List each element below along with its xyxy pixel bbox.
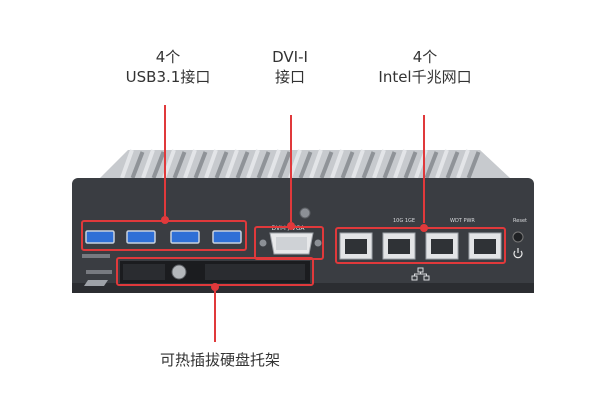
- usb-port-3: [170, 230, 200, 244]
- heatsink-fin: [361, 151, 376, 179]
- heatsink-fin: [151, 151, 166, 179]
- heatsink-fin: [172, 151, 187, 179]
- usb-callout-count: 4个: [155, 48, 181, 66]
- heatsink-fin: [424, 151, 439, 179]
- heatsink-fin: [193, 151, 208, 179]
- screw-icon: [299, 207, 311, 219]
- heatsink-fin: [235, 151, 250, 179]
- heatsink-fin: [246, 149, 260, 179]
- heatsink-fin: [393, 149, 407, 179]
- lan-callout-count: 4个: [412, 48, 438, 66]
- drive-tray: [84, 261, 310, 286]
- heatsink-fin: [225, 149, 239, 179]
- heatsink-fin: [382, 151, 397, 179]
- heatsink-fin: [214, 151, 229, 179]
- heatsink-fin: [141, 149, 155, 179]
- heatsink-fin: [267, 149, 281, 179]
- heatsink-fin: [351, 149, 365, 179]
- chassis-bottom: [72, 283, 534, 293]
- callout-dots: [161, 216, 428, 291]
- heatsink-fin: [309, 149, 323, 179]
- reset-button: [512, 231, 524, 243]
- heatsink-fin: [435, 149, 449, 179]
- reset-power: Reset: [512, 218, 527, 259]
- usb-port-4: [212, 230, 242, 244]
- lan-led-label: 10G 1GE: [393, 218, 415, 224]
- heatsink-fin: [403, 151, 418, 179]
- heatsink-fin: [130, 151, 145, 179]
- lan-callout-title: Intel千兆网口: [378, 68, 472, 86]
- heatsink-fin: [256, 151, 271, 179]
- usb-port-2: [126, 230, 156, 244]
- heatsink-fin: [319, 151, 334, 179]
- heatsink-fin: [340, 151, 355, 179]
- lan-callout-label: 4个 Intel千兆网口: [355, 47, 495, 87]
- heatsink: [100, 149, 510, 179]
- usb-ports: [82, 230, 242, 258]
- heatsink-fin: [298, 151, 313, 179]
- heatsink-fin: [120, 149, 134, 179]
- usb-callout-label: 4个 USB3.1接口: [108, 47, 228, 87]
- wdt-pwr-label: WDT PWR: [450, 218, 475, 224]
- power-icon: [513, 248, 523, 259]
- reset-label: Reset: [513, 218, 527, 224]
- dvi-callout-title: 接口: [274, 68, 305, 86]
- heatsink-fin: [204, 149, 218, 179]
- network-icon: [411, 267, 430, 281]
- lan-ports: 10G 1GE WDT PWR: [339, 218, 502, 281]
- dvi-callout-type: DVI-I: [272, 48, 308, 66]
- heatsink-fin: [466, 151, 481, 179]
- heatsink-fin: [183, 149, 197, 179]
- usb-callout-title: USB3.1接口: [125, 68, 211, 86]
- heatsink-fin: [330, 149, 344, 179]
- heatsink-fin: [372, 149, 386, 179]
- tray-callout-title: 可热插拔硬盘托架: [159, 351, 280, 369]
- tray-thumbscrew-icon: [171, 264, 187, 280]
- heatsink-fin: [456, 149, 470, 179]
- dvi-callout-label: DVI-I 接口: [250, 47, 330, 87]
- heatsink-fin: [277, 151, 292, 179]
- heatsink-fin: [445, 151, 460, 179]
- tray-callout-label: 可热插拔硬盘托架: [140, 350, 300, 370]
- usb-port-1: [85, 230, 115, 244]
